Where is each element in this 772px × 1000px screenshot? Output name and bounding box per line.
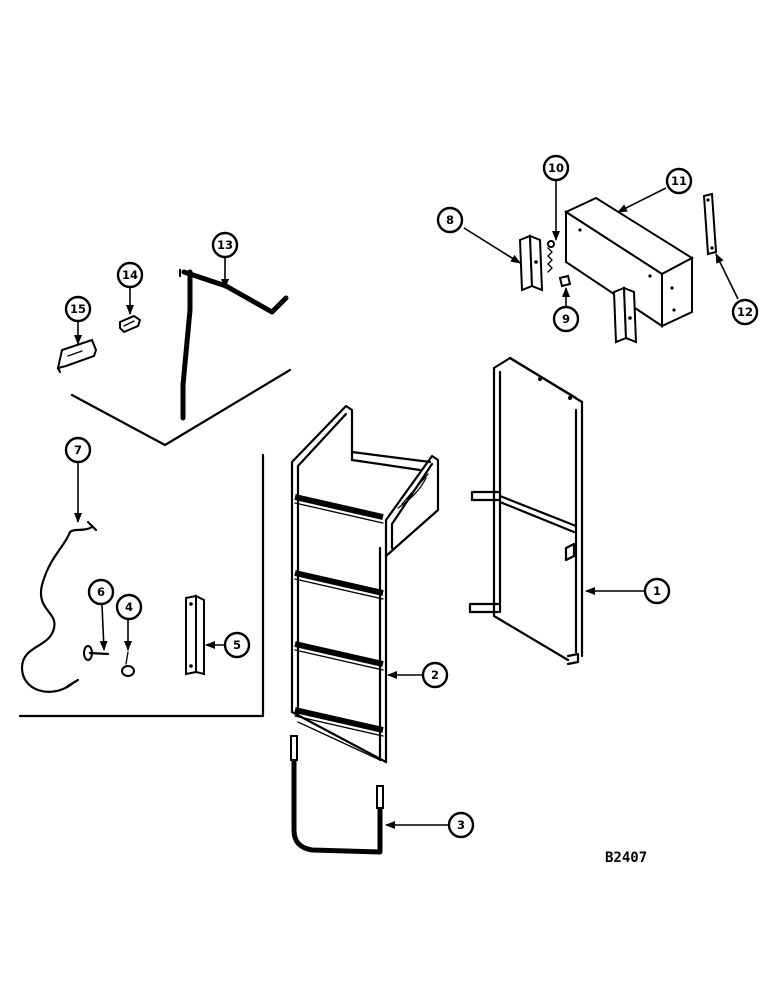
callout-12: 12 — [731, 298, 759, 326]
callout-7-label: 7 — [74, 443, 82, 457]
callout-15: 15 — [64, 295, 92, 323]
part-2-ladder — [290, 404, 440, 764]
part-4-ring — [121, 651, 135, 677]
callout-5-label: 5 — [233, 638, 241, 652]
callout-5: 5 — [223, 631, 251, 659]
part-5-bracket — [185, 594, 205, 676]
part-1-frame — [468, 356, 584, 666]
callout-14-label: 14 — [122, 268, 138, 282]
callout-13-label: 13 — [217, 238, 233, 252]
callout-10: 10 — [542, 154, 570, 182]
callout-15-label: 15 — [70, 302, 86, 316]
callout-8-label: 8 — [446, 213, 454, 227]
callout-12-label: 12 — [737, 305, 753, 319]
callout-9-label: 9 — [562, 312, 570, 326]
callout-9: 9 — [552, 305, 580, 333]
callout-2: 2 — [421, 661, 449, 689]
callout-11: 11 — [665, 167, 693, 195]
callout-13: 13 — [211, 231, 239, 259]
callout-1: 1 — [643, 577, 671, 605]
reference-code: B2407 — [605, 850, 647, 866]
part-13-handle-rod — [178, 268, 289, 421]
part-14-fitting — [119, 314, 142, 334]
callout-11-label: 11 — [671, 174, 687, 188]
part-8-bracket-2 — [612, 286, 638, 344]
callout-6: 6 — [87, 578, 115, 606]
callout-2-label: 2 — [431, 668, 439, 682]
part-6-bolt — [83, 645, 110, 661]
callout-7: 7 — [64, 436, 92, 464]
callout-3: 3 — [447, 811, 475, 839]
part-3-u-bar — [290, 735, 384, 855]
callout-1-label: 1 — [653, 584, 661, 598]
callout-10-label: 10 — [548, 161, 564, 175]
part-7-cable — [20, 520, 98, 693]
callout-3-label: 3 — [457, 818, 465, 832]
separator-lines — [18, 368, 292, 718]
callout-14: 14 — [116, 261, 144, 289]
part-8-bracket — [518, 234, 544, 292]
part-15-clip — [56, 338, 98, 374]
leader-lines — [74, 181, 739, 829]
callout-6-label: 6 — [97, 585, 105, 599]
part-12-strap — [702, 192, 718, 256]
part-11-box — [563, 196, 694, 328]
part-9-nut — [558, 274, 572, 288]
callout-8: 8 — [436, 206, 464, 234]
callout-4: 4 — [115, 593, 143, 621]
part-10-spring — [547, 240, 555, 273]
callout-4-label: 4 — [125, 600, 133, 614]
